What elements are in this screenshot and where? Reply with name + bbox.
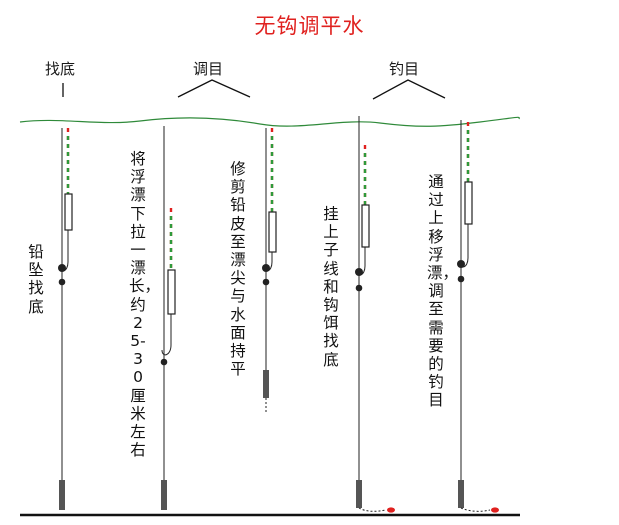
tune-target-header: 调目 bbox=[193, 60, 224, 78]
step-4-text: 挂上子线和钩饵找底 bbox=[323, 205, 339, 369]
fish-target-header: 钓目 bbox=[389, 60, 420, 78]
water-surface bbox=[19, 116, 520, 127]
find-bottom-header: 找底 bbox=[45, 60, 76, 78]
fish-bracket bbox=[372, 79, 446, 100]
rig-2 bbox=[160, 126, 176, 510]
rig-3 bbox=[262, 128, 277, 412]
step-3-text: 修剪铅皮至漂尖与水面持平 bbox=[230, 160, 246, 379]
rig-4 bbox=[355, 116, 395, 513]
diagram-title: 无钩调平水 bbox=[254, 14, 365, 38]
step-5-text: 通过上移浮漂，调至需要的钓目 bbox=[427, 173, 459, 410]
rig-5 bbox=[457, 120, 499, 513]
rig-1 bbox=[58, 128, 73, 510]
tune-bracket bbox=[177, 79, 251, 98]
step-2-text: 将浮漂下拉一漂长，约25-30厘米左右 bbox=[129, 150, 161, 460]
step-1-text: 铅坠找底 bbox=[28, 243, 44, 316]
